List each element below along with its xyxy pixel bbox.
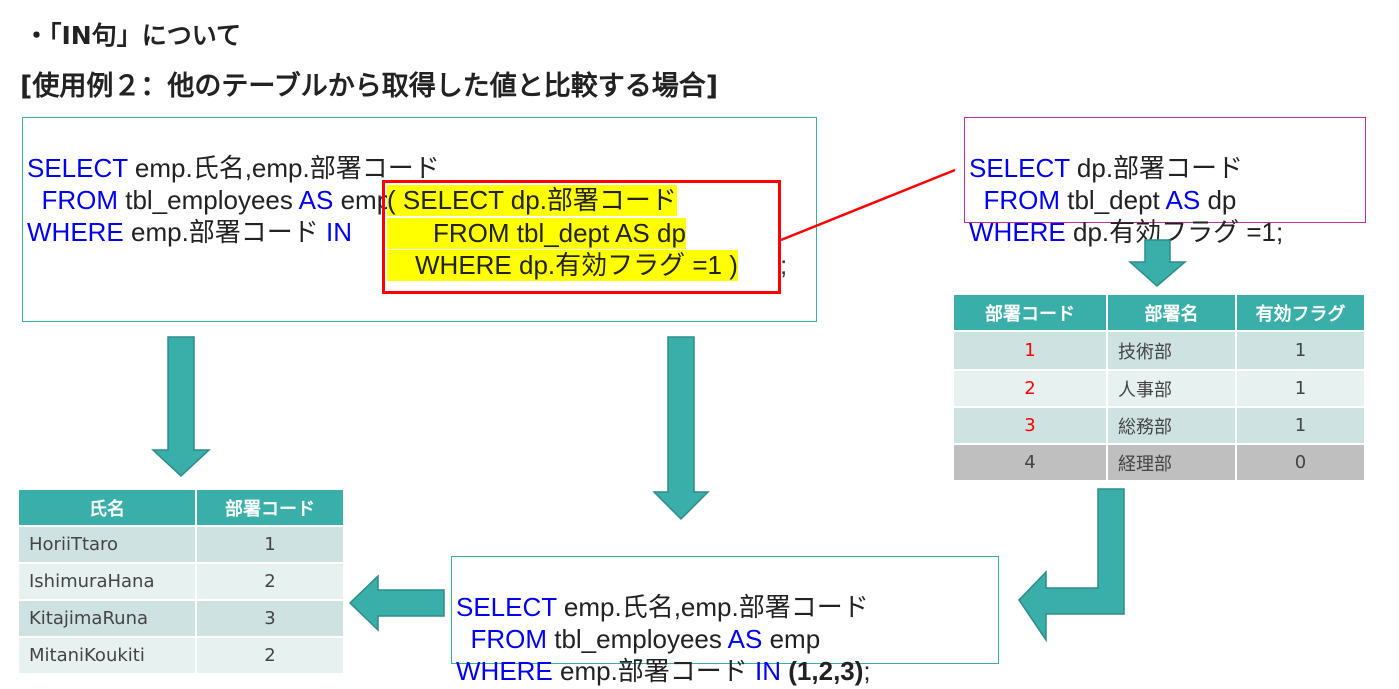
subquery-line-1: ( SELECT dp.部署コード: [387, 185, 677, 216]
cell: IshimuraHana: [19, 564, 195, 599]
cell: 3: [197, 601, 343, 636]
sql-text: emp.部署コード: [123, 217, 327, 247]
subquery-box-line: SELECT dp.部署コード: [969, 152, 1361, 184]
cell: 経理部: [1108, 445, 1235, 480]
sql-text: (1,2,3): [788, 656, 864, 686]
sql-text: tbl_dept: [1060, 185, 1166, 215]
connector-line: [780, 168, 956, 242]
sql-text: ;: [863, 656, 871, 686]
heading: ・「IN句」について: [24, 21, 241, 50]
subquery-line-3: WHERE dp.有効フラグ =1 ): [387, 250, 738, 281]
sql-keyword: IN: [755, 656, 782, 686]
cell: 3: [954, 408, 1106, 443]
sql-text: emp.氏名,emp.部署コード: [556, 592, 869, 622]
subquery-highlight: ( SELECT dp.部署コード FROM tbl_dept AS dp WH…: [382, 180, 781, 294]
cell: 4: [954, 445, 1106, 480]
arrow-left-icon: [348, 574, 445, 632]
cell: 2: [197, 564, 343, 599]
cell: KitajimaRuna: [19, 601, 195, 636]
cell: 1: [1237, 408, 1364, 443]
sql-keyword: SELECT: [27, 153, 128, 183]
sql-text: tbl_employees: [547, 624, 728, 654]
sql-keyword: SELECT: [969, 153, 1070, 183]
cell: 1: [1237, 371, 1364, 406]
cell: 1: [954, 332, 1106, 369]
column-header: 氏名: [19, 490, 195, 525]
main-query-line: SELECT emp.氏名,emp.部署コード: [27, 152, 812, 184]
cell: HoriiTtaro: [19, 527, 195, 562]
statement-terminator: ;: [780, 250, 788, 280]
arrow-down-icon: [652, 336, 710, 521]
sql-keyword: WHERE: [456, 656, 553, 686]
sql-text: emp.氏名,emp.部署コード: [127, 153, 440, 183]
sql-keyword: WHERE: [969, 217, 1066, 247]
cell: 人事部: [1108, 371, 1235, 406]
sql-keyword: WHERE: [27, 217, 124, 247]
cell: 1: [1237, 332, 1364, 369]
arrow-down-icon: [1128, 239, 1188, 287]
column-header: 有効フラグ: [1237, 295, 1364, 330]
resolved-query-line: SELECT emp.氏名,emp.部署コード: [456, 591, 994, 623]
subquery-line-2: FROM tbl_dept AS dp: [387, 218, 686, 249]
sql-keyword: AS: [1165, 185, 1201, 215]
main-query-box: SELECT emp.氏名,emp.部署コード FROM tbl_employe…: [22, 117, 817, 322]
arrow-bent-icon: [1018, 488, 1125, 643]
sql-text: dp: [1200, 185, 1237, 215]
subheading: [使用例２：他のテーブルから取得した値と比較する場合]: [20, 71, 719, 102]
cell: 2: [197, 638, 343, 673]
sql-keyword: AS: [298, 185, 334, 215]
cell: 総務部: [1108, 408, 1235, 443]
resolved-query-line: WHERE emp.部署コード IN (1,2,3);: [456, 655, 994, 687]
cell: 2: [954, 371, 1106, 406]
main-query-line: WHERE emp.部署コード IN: [27, 216, 812, 248]
cell: MitaniKoukiti: [19, 638, 195, 673]
resolved-query-line: FROM tbl_employees AS emp: [456, 623, 994, 655]
column-header: 部署コード: [197, 490, 343, 525]
cell: 技術部: [1108, 332, 1235, 369]
sql-text: dp.部署コード: [1069, 153, 1244, 183]
cell: 1: [197, 527, 343, 562]
cell: 0: [1237, 445, 1364, 480]
column-header: 部署名: [1108, 295, 1235, 330]
sql-keyword: FROM: [969, 185, 1060, 215]
subquery-box-line: FROM tbl_dept AS dp: [969, 184, 1361, 216]
sql-keyword: AS: [727, 624, 763, 654]
subquery-box-line: WHERE dp.有効フラグ =1;: [969, 216, 1361, 248]
sql-text: emp: [762, 624, 821, 654]
sql-keyword: SELECT: [456, 592, 557, 622]
sql-keyword: FROM: [456, 624, 547, 654]
resolved-query-box: SELECT emp.氏名,emp.部署コード FROM tbl_employe…: [451, 556, 999, 686]
column-header: 部署コード: [954, 295, 1106, 330]
sql-text: tbl_employees: [118, 185, 299, 215]
sql-text: emp.部署コード: [552, 656, 756, 686]
arrow-down-icon: [151, 336, 211, 478]
sql-keyword: FROM: [27, 185, 118, 215]
sql-keyword: IN: [326, 217, 353, 247]
